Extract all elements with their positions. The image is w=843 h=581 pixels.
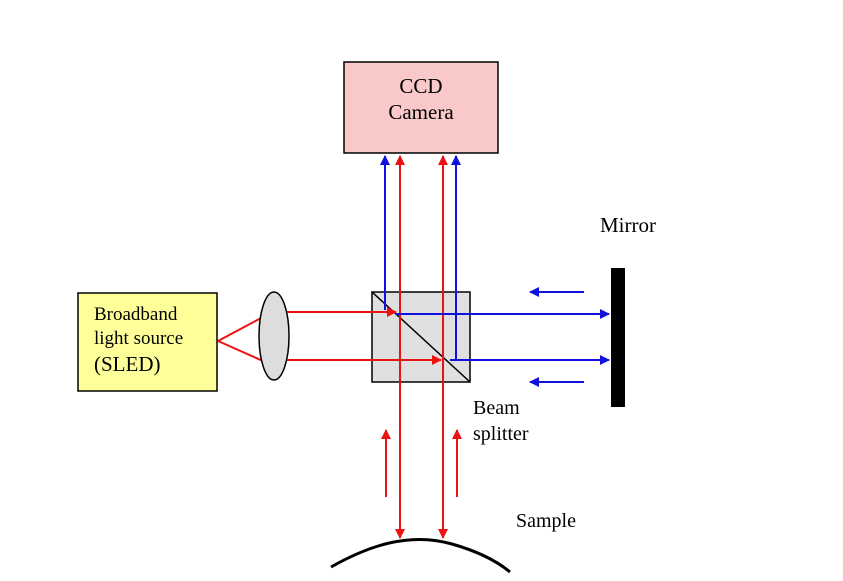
light-source-box <box>77 292 218 392</box>
input-beams <box>287 307 442 365</box>
ccd-camera-line-2: Camera <box>388 100 454 125</box>
mirror-icon <box>611 268 625 407</box>
light-source-line-1: Broadband <box>94 304 178 325</box>
sample-surface-icon <box>330 537 511 574</box>
sample-label: Sample <box>516 510 576 532</box>
return-arrows <box>529 287 584 387</box>
source-beam-cone <box>217 316 264 362</box>
light-source-line-3: (SLED) <box>94 351 161 376</box>
beam-splitter-line-2: splitter <box>473 423 529 445</box>
reference-beams <box>380 155 610 365</box>
mirror-label: Mirror <box>600 213 656 237</box>
ccd-camera-line-1: CCD <box>399 74 443 98</box>
light-source-line-2: light source <box>94 327 184 349</box>
beam-splitter-label: Beam splitter <box>473 395 529 447</box>
sample-beams <box>395 155 448 539</box>
ccd-camera-box <box>343 61 499 154</box>
light-source-label: Broadband light source (SLED) <box>78 303 217 377</box>
sample-return-arrows <box>381 429 462 497</box>
ccd-camera-label: CCD Camera <box>344 73 498 126</box>
lens-icon <box>258 291 290 381</box>
beam-splitter-line-1: Beam <box>473 397 520 419</box>
